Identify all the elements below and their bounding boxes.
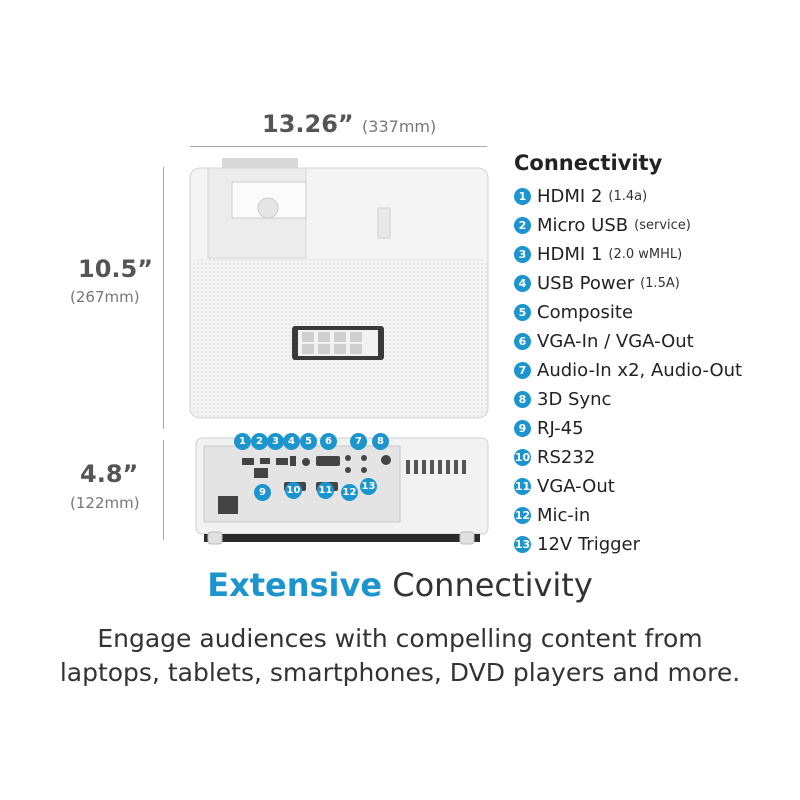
number-badge: 9: [514, 420, 531, 437]
number-badge: 2: [514, 217, 531, 234]
width-main: 13.26”: [262, 110, 354, 138]
number-badge: 10: [514, 449, 531, 466]
port-badge-5: 5: [300, 433, 317, 450]
port-badge-2: 2: [251, 433, 268, 450]
body-copy: Engage audiences with compelling content…: [0, 622, 800, 690]
port-badge-1: 1: [234, 433, 251, 450]
projector-rear-view: [195, 437, 489, 545]
connectivity-item: 4 USB Power (1.5A): [514, 269, 742, 298]
port-badge-10: 10: [285, 482, 302, 499]
connectivity-item: 2 Micro USB (service): [514, 211, 742, 240]
connectivity-note: (1.4a): [608, 189, 648, 204]
port-badge-9: 9: [254, 484, 271, 501]
connectivity-label: 12V Trigger: [537, 534, 641, 555]
headline-accent: Extensive: [207, 566, 383, 604]
width-dimension: 13.26” (337mm): [262, 110, 436, 138]
connectivity-label: VGA-Out: [537, 476, 615, 497]
depth-main: 10.5”: [78, 255, 153, 283]
number-badge: 5: [514, 304, 531, 321]
port-badge-12: 12: [341, 484, 358, 501]
connectivity-label: 3D Sync: [537, 389, 612, 410]
port-badge-11: 11: [317, 482, 334, 499]
number-badge: 6: [514, 333, 531, 350]
connectivity-item: 8 3D Sync: [514, 385, 742, 414]
connectivity-label: USB Power: [537, 273, 635, 294]
number-badge: 7: [514, 362, 531, 379]
headline: Extensive Connectivity: [0, 566, 800, 604]
port-badge-3: 3: [267, 433, 284, 450]
connectivity-label: VGA-In / VGA-Out: [537, 331, 694, 352]
connectivity-list: 1 HDMI 2 (1.4a) 2 Micro USB (service) 3 HDMI …: [514, 182, 742, 559]
width-ruler: [190, 146, 487, 147]
connectivity-label: HDMI 2: [537, 186, 603, 207]
connectivity-item: 6 VGA-In / VGA-Out: [514, 327, 742, 356]
width-sub: (337mm): [362, 117, 437, 136]
connectivity-item: 1 HDMI 2 (1.4a): [514, 182, 742, 211]
port-badge-7: 7: [350, 433, 367, 450]
connectivity-label: RS232: [537, 447, 596, 468]
connectivity-label: Mic-in: [537, 505, 591, 526]
height-main: 4.8”: [80, 460, 139, 488]
connectivity-note: (2.0 wMHL): [608, 247, 683, 262]
headline-rest: Connectivity: [382, 566, 593, 604]
number-badge: 12: [514, 507, 531, 524]
connectivity-label: HDMI 1: [537, 244, 603, 265]
connectivity-note: (service): [634, 218, 691, 233]
connectivity-item: 13 12V Trigger: [514, 530, 742, 559]
port-badge-8: 8: [372, 433, 389, 450]
depth-ruler: [163, 167, 164, 429]
number-badge: 4: [514, 275, 531, 292]
connectivity-label: Micro USB: [537, 215, 629, 236]
number-badge: 8: [514, 391, 531, 408]
body-line-1: Engage audiences with compelling content…: [97, 624, 703, 653]
number-badge: 13: [514, 536, 531, 553]
port-badge-4: 4: [283, 433, 300, 450]
port-badge-13: 13: [360, 478, 377, 495]
body-line-2: laptops, tablets, smartphones, DVD playe…: [59, 658, 741, 687]
height-sub: (122mm): [70, 494, 140, 512]
connectivity-item: 11 VGA-Out: [514, 472, 742, 501]
connectivity-item: 3 HDMI 1 (2.0 wMHL): [514, 240, 742, 269]
connectivity-label: Audio-In x2, Audio-Out: [537, 360, 743, 381]
connectivity-item: 7 Audio-In x2, Audio-Out: [514, 356, 742, 385]
number-badge: 1: [514, 188, 531, 205]
depth-sub: (267mm): [70, 288, 140, 306]
connectivity-item: 12 Mic-in: [514, 501, 742, 530]
connectivity-item: 5 Composite: [514, 298, 742, 327]
port-badge-6: 6: [320, 433, 337, 450]
height-ruler: [163, 440, 164, 540]
number-badge: 11: [514, 478, 531, 495]
connectivity-note: (1.5A): [640, 276, 680, 291]
connectivity-item: 9 RJ-45: [514, 414, 742, 443]
connectivity-label: Composite: [537, 302, 634, 323]
number-badge: 3: [514, 246, 531, 263]
projector-top-view: [189, 158, 489, 419]
connectivity-item: 10 RS232: [514, 443, 742, 472]
connectivity-title: Connectivity: [514, 151, 663, 175]
connectivity-label: RJ-45: [537, 418, 584, 439]
